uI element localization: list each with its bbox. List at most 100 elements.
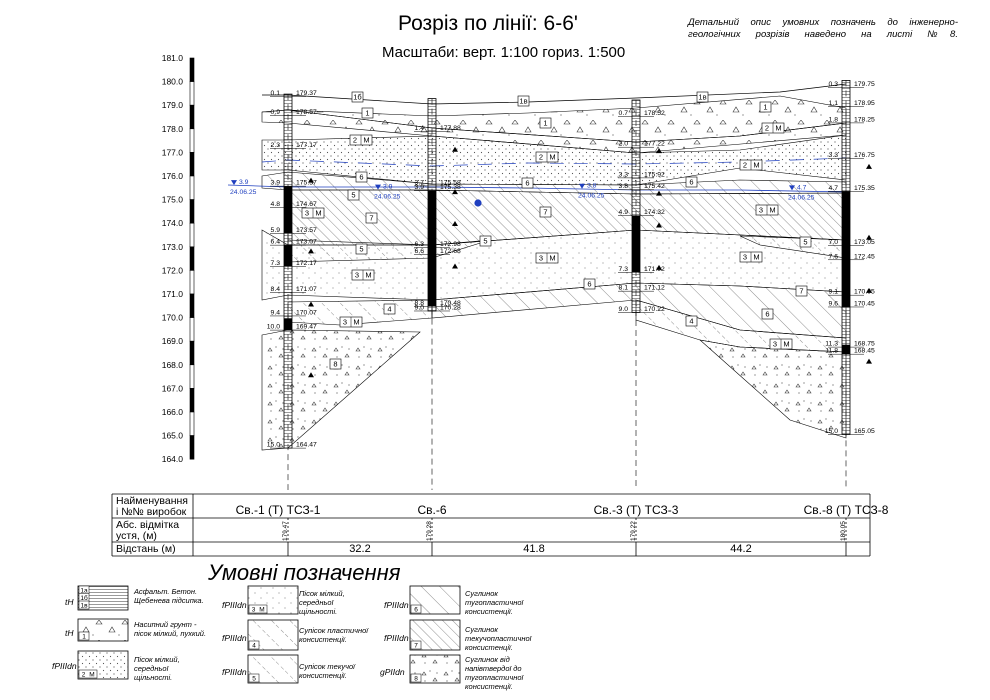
- scale-tick-label: 167.0: [162, 383, 184, 393]
- layer-8-loam: [261, 329, 421, 451]
- ige-label-number: 3: [743, 253, 747, 262]
- legend-swatch-suffix: М: [89, 672, 94, 679]
- legend-code-7: fPIIIdn: [384, 600, 409, 610]
- elevation-label: 169.47: [296, 324, 317, 331]
- legend-swatch-label: 6: [414, 607, 418, 614]
- elevation-label: 177.17: [296, 142, 317, 149]
- depth-label: 1.4: [415, 125, 425, 132]
- ige-label-number: 3: [773, 340, 777, 349]
- ige-label-box: 4: [383, 303, 396, 315]
- sample-triangle-icon: [308, 301, 314, 307]
- ige-label-box: 5: [355, 243, 368, 255]
- mouth-elevation-3: 179.22: [630, 521, 637, 541]
- scale-segment: [189, 128, 195, 153]
- scale-tick-label: 166.0: [162, 407, 184, 417]
- ige-label-number: 1в: [698, 93, 706, 102]
- water-level-icon: [789, 185, 795, 191]
- ige-label-number: 3: [343, 318, 347, 327]
- depth-label: 9.4: [271, 309, 281, 316]
- elevation-label: 170.48: [440, 300, 461, 307]
- sample-triangle-icon: [452, 189, 458, 195]
- scale-segment: [189, 246, 195, 271]
- ige-label-box: 5: [479, 235, 492, 247]
- elevation-label: 179.37: [296, 90, 317, 97]
- scale-tick-label: 179.0: [162, 100, 184, 110]
- depth-label: 9.0: [415, 304, 425, 311]
- ige-label-number: 7: [543, 208, 547, 217]
- legend-swatch-label: 7: [414, 643, 418, 650]
- ige-label-box: 1: [539, 117, 552, 129]
- legend-text-2: Насипний грунт - пісок мілкий, пухкий.: [134, 620, 207, 638]
- water-depth-label: 3.9: [383, 184, 393, 191]
- ige-label-number: 3: [305, 209, 309, 218]
- ige-label-suffix: М: [783, 340, 789, 349]
- ige-label-number: 5: [803, 238, 807, 247]
- legend-swatch-label: 1: [82, 634, 86, 641]
- legend-swatch-label: 3: [252, 607, 256, 614]
- legend-text-4: Пісок мілкий, середньої щільності.: [299, 589, 345, 616]
- scale-tick-label: 180.0: [162, 77, 184, 87]
- scale-tick-label: 177.0: [162, 147, 184, 157]
- borehole-name-8: Св.-8 (Т) ТСЗ-8: [803, 503, 889, 517]
- ige-label-box: 4: [685, 315, 698, 327]
- depth-label: 6.4: [271, 239, 281, 246]
- scale-tick-label: 175.0: [162, 195, 184, 205]
- elevation-label: 171.12: [644, 285, 665, 292]
- legend-text-9: Суглинок від напівтвердої до тугопластич…: [465, 655, 524, 691]
- ige-label-box: 6: [521, 177, 534, 189]
- borehole-name-6: Св.-6: [417, 503, 447, 517]
- legend-text-3: Пісок мілкий, середньої щільності.: [134, 655, 180, 682]
- sample-triangle-icon: [866, 163, 872, 169]
- legend-swatch-label: 2: [82, 672, 86, 679]
- legend-code-2: tH: [65, 628, 74, 638]
- layer-1-fill-soil-2: [261, 109, 847, 154]
- borehole-name-3: Св.-3 (Т) ТСЗ-3: [593, 503, 679, 517]
- scale-segment: [189, 175, 195, 200]
- legend-text-7: Суглинок тугопластичної консистенції.: [465, 589, 524, 616]
- table-row-elevation-label: Абс. відмітка устя, (м): [116, 519, 180, 542]
- borehole-interval-block: [428, 190, 436, 307]
- scale-segment: [189, 293, 195, 318]
- elevation-label: 177.22: [644, 141, 665, 148]
- ige-label-suffix: М: [353, 318, 359, 327]
- sample-triangle-icon: [452, 146, 458, 152]
- borehole-shaft: [631, 99, 641, 313]
- borehole-shaft: [283, 93, 293, 449]
- scale-tick-label: 178.0: [162, 124, 184, 134]
- depth-label: 9.6: [829, 300, 839, 307]
- layer-4-sandy-loam: [287, 299, 433, 326]
- ige-label-number: 2: [765, 124, 769, 133]
- scale-segment: [189, 152, 195, 177]
- layer-7-loam: [287, 189, 847, 246]
- sample-triangle-icon: [866, 234, 872, 240]
- ige-label-suffix: М: [769, 206, 775, 215]
- scale-tick-label: 170.0: [162, 313, 184, 323]
- ige-label-number: 6: [359, 173, 363, 182]
- ige-label-box: 6: [583, 278, 596, 290]
- elevation-label: 175.57: [296, 180, 317, 187]
- elevation-label: 175.58: [440, 179, 461, 186]
- scale-segment: [189, 435, 195, 460]
- legend-code-5: fPIIIdn: [222, 633, 247, 643]
- ige-label-box: 1б: [351, 91, 364, 103]
- borehole-shaft: [841, 80, 851, 435]
- ige-label-number: 5: [351, 191, 355, 200]
- depth-label: 3.9: [271, 180, 281, 187]
- ige-label-box: 6: [685, 176, 698, 188]
- legend-code-4: fPIIIdn: [222, 600, 247, 610]
- scale-segment: [189, 270, 195, 295]
- ige-label-box: 7: [539, 206, 552, 218]
- depth-label: 9.1: [829, 289, 839, 296]
- scale-segment: [189, 199, 195, 224]
- depth-label: 11.8: [825, 348, 838, 355]
- layer-3m-sand: [261, 229, 847, 301]
- borehole-interval-block: [284, 245, 292, 267]
- elevation-label: 168.75: [854, 341, 875, 348]
- legend-swatch-label: 1а: [80, 588, 88, 595]
- elevation-label: 173.07: [296, 239, 317, 246]
